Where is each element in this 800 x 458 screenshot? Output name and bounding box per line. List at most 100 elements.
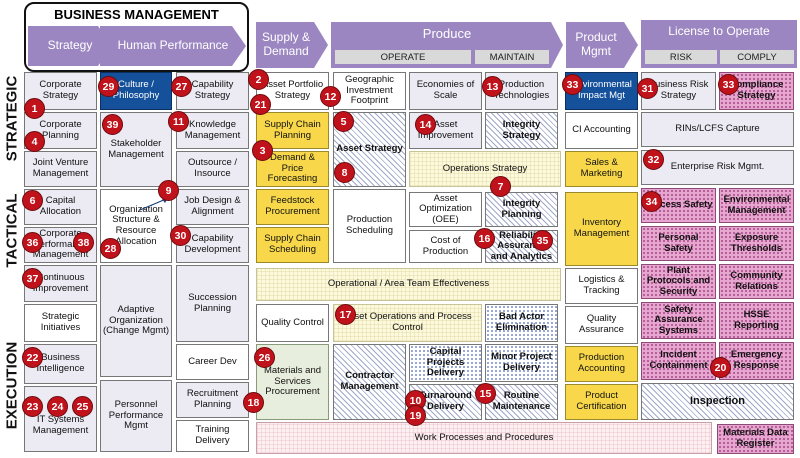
cell-product-certification: Product Certification [565,384,638,420]
cell-inspection: Inspection [641,383,794,420]
cell-work-processes: Work Processes and Procedures [256,422,712,454]
cell-outsource: Outsource / Insource [176,151,249,187]
badge-26: 26 [254,347,275,368]
header-produce-label: Produce [422,26,472,41]
cell-production-scheduling: Production Scheduling [333,189,406,263]
header-risk: RISK [645,50,717,64]
badge-21: 21 [250,94,271,115]
cell-incident: Incident Containment [641,342,716,380]
cell-production-tech: Production Technologies [485,72,558,110]
business-management-frame [24,2,249,72]
badge-37: 37 [22,268,43,289]
cell-recruitment: Recruitment Planning [176,382,249,418]
badge-1: 1 [24,98,45,119]
badge-15: 15 [475,383,496,404]
badge-11: 11 [168,111,189,132]
side-label-tactical: TACTICAL [3,193,21,268]
badge-4: 4 [24,131,45,152]
badge-33-compliance: 33 [718,74,739,95]
cell-personal-safety: Personal Safety [641,226,716,261]
badge-18: 18 [243,392,264,413]
badge-36: 36 [22,232,43,253]
badge-23: 23 [22,396,43,417]
badge-13: 13 [482,76,503,97]
cell-plant-protocols: Plant Protocols and Security [641,264,716,299]
cell-materials-services: Materials and Services Procurement [256,344,329,420]
cell-integrity-planning: Integrity Planning [485,192,558,227]
badge-12: 12 [320,86,341,107]
cell-asset-optimization: Asset Optimization (OEE) [409,192,482,227]
cell-ci-accounting: CI Accounting [565,112,638,149]
badge-5: 5 [333,111,354,132]
badge-32: 32 [643,149,664,170]
cell-training: Training Delivery [176,420,249,452]
cell-personnel: Personnel Performance Mgmt [100,380,172,452]
cell-materials-data: Materials Data Register [717,424,794,454]
header-strategy: Strategy [28,26,112,66]
cell-career-dev: Career Dev [176,344,249,380]
header-comply: COMPLY [720,50,794,64]
badge-29: 29 [98,76,119,97]
cell-safety-assurance: Safety Assurance Systems [641,302,716,339]
header-maintain: MAINTAIN [475,50,549,64]
cell-cost-production: Cost of Production [409,230,482,263]
cell-succession: Succession Planning [176,265,249,342]
badge-2: 2 [248,69,269,90]
cell-adaptive-org: Adaptive Organization (Change Mgmt) [100,265,172,377]
cell-feedstock: Feedstock Procurement [256,189,329,225]
header-supply-demand: Supply & Demand [256,22,328,68]
header-license-label: License to Operate [668,24,770,38]
cell-quality-control: Quality Control [256,304,329,342]
cell-economies: Economies of Scale [409,72,482,110]
badge-35: 35 [532,230,553,251]
badge-19: 19 [405,405,426,426]
cell-corporate-strategy: Corporate Strategy [24,72,97,110]
cell-sc-scheduling: Supply Chain Scheduling [256,227,329,263]
badge-28: 28 [100,238,121,259]
badge-39: 39 [102,114,123,135]
badge-8: 8 [334,162,355,183]
badge-14: 14 [415,114,436,135]
cell-routine-maintenance: Routine Maintenance [485,384,558,420]
side-label-execution: EXECUTION [3,341,21,430]
cell-operational-effectiveness: Operational / Area Team Effectiveness [256,268,561,301]
badge-30: 30 [170,225,191,246]
badge-33-product: 33 [562,74,583,95]
cell-logistics: Logistics & Tracking [565,268,638,304]
cell-environmental-mgmt: Environmental Management [719,188,794,223]
header-human-performance: Human Performance [100,26,246,66]
badge-24: 24 [47,396,68,417]
header-product-mgmt: Product Mgmt [566,22,638,68]
badge-20: 20 [710,357,731,378]
cell-minor-project: Minor Project Delivery [485,344,558,382]
cell-quality-assurance: Quality Assurance [565,306,638,344]
side-label-strategic: STRATEGIC [3,75,21,162]
cell-sales-marketing: Sales & Marketing [565,151,638,187]
badge-22: 22 [22,347,43,368]
cell-production-accounting: Production Accounting [565,346,638,382]
cell-enterprise-risk: Enterprise Risk Mgmt. [641,150,794,185]
cell-contractor: Contractor Management [333,344,406,420]
cell-strategic-initiatives: Strategic Initiatives [24,304,97,342]
badge-27: 27 [171,76,192,97]
cell-rins: RINs/LCFS Capture [641,112,794,147]
cell-geographic: Geographic Investment Footprint [333,72,406,110]
badge-6: 6 [22,190,43,211]
badge-25: 25 [72,396,93,417]
badge-3: 3 [252,140,273,161]
cell-hsse: HSSE Reporting [719,302,794,339]
cell-integrity-strategy: Integrity Strategy [485,112,558,149]
badge-34: 34 [641,191,662,212]
badge-9: 9 [158,180,179,201]
cell-emergency: Emergency Response [719,342,794,380]
badge-7: 7 [490,176,511,197]
cell-community: Community Relations [719,264,794,299]
badge-38: 38 [73,232,94,253]
cell-exposure: Exposure Thresholds [719,226,794,261]
cell-capital-projects: Capital Projects Delivery [409,344,482,382]
cell-bad-actor: Bad Actor Elimination [485,304,558,342]
cell-operations-strategy: Operations Strategy [409,151,561,187]
cell-job-design: Job Design & Alignment [176,189,249,225]
badge-17: 17 [335,304,356,325]
cell-joint-venture: Joint Venture Management [24,151,97,187]
